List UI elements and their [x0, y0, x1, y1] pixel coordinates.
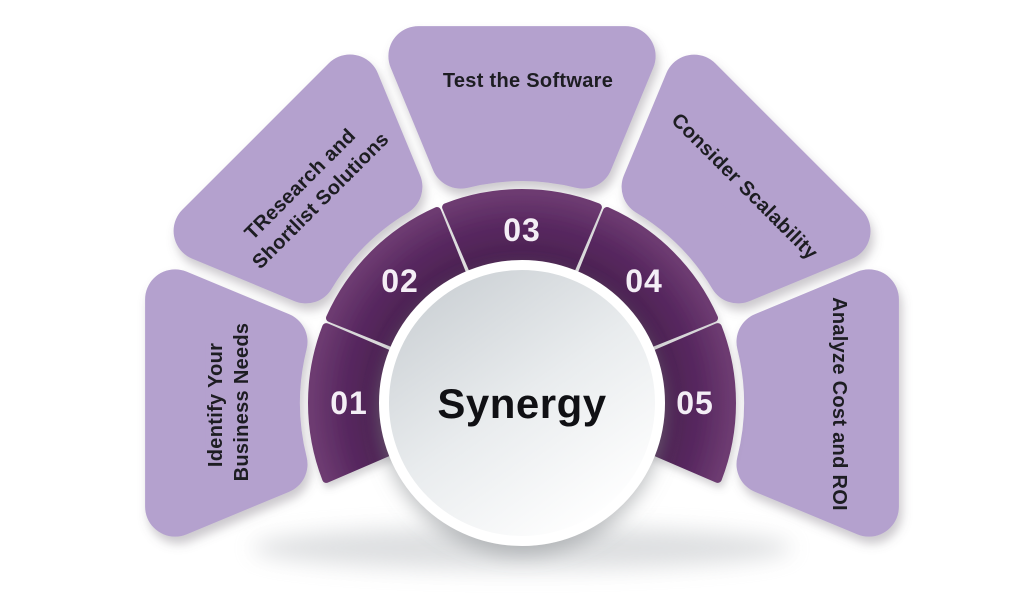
step-number-4: 04 [625, 263, 663, 299]
petal-label-1: Identify Your Business Needs [205, 323, 253, 482]
center-title: Synergy [437, 380, 606, 427]
petal-shape-2 [173, 54, 423, 304]
petal-shape-1 [145, 269, 308, 537]
step-number-3: 03 [503, 212, 541, 248]
center-circle [379, 260, 665, 546]
petal-shape-5 [736, 269, 899, 537]
petal-label-5: Analyze Cost and ROI [828, 297, 850, 511]
step-number-5: 05 [676, 385, 714, 421]
petal-shape-3 [388, 26, 656, 189]
ground-shadow [252, 526, 792, 570]
petal-shape-4 [621, 54, 871, 304]
step-number-1: 01 [330, 385, 368, 421]
step-number-2: 02 [381, 263, 419, 299]
step-number-group: 01 02 03 04 05 [330, 212, 714, 421]
petal-group [145, 26, 899, 537]
petal-label-3: Test the Software [443, 70, 613, 92]
